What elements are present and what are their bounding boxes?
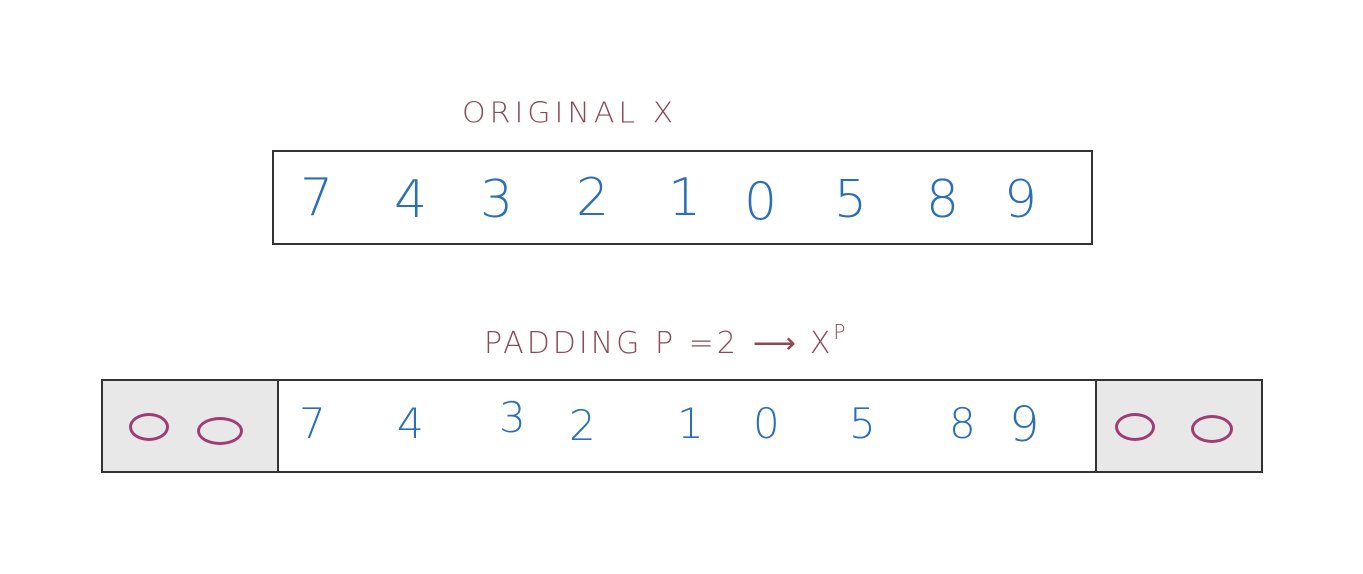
left-pad-value-0: 0 — [129, 413, 169, 441]
right-pad-value-0: 0 — [1115, 413, 1155, 441]
original-value-8: 9 — [1004, 170, 1038, 230]
padded-value-0: 7 — [299, 399, 326, 448]
padded-superscript: P — [833, 320, 846, 344]
padded-value-2: 3 — [499, 393, 526, 442]
original-array-box: 7 4 3 2 1 0 5 8 9 — [272, 150, 1093, 245]
arrow-icon: ⟶ — [752, 326, 796, 361]
left-pad-value-1-text: 0 — [200, 420, 201, 421]
right-pad-value-1: 0 — [1191, 415, 1233, 443]
padded-value-6: 5 — [849, 399, 876, 448]
right-pad-value-1-text: 0 — [1194, 418, 1195, 419]
padded-value-1: 4 — [397, 399, 424, 448]
original-value-4: 1 — [668, 168, 702, 228]
padded-value-7: 8 — [949, 399, 976, 448]
padded-value-3: 2 — [569, 401, 596, 450]
padded-result-label: X — [809, 326, 834, 361]
left-padding-zone: 0 0 — [103, 381, 279, 471]
original-value-1: 4 — [394, 170, 428, 230]
padding-label-main: PADDING P =2 — [484, 326, 739, 361]
padded-value-8: 9 — [1009, 397, 1040, 453]
padded-value-5: 0 — [753, 399, 780, 448]
original-value-5: 0 — [744, 172, 778, 232]
original-value-2: 3 — [480, 170, 514, 230]
original-value-7: 8 — [926, 170, 960, 230]
right-pad-value-0-text: 0 — [1118, 416, 1119, 417]
original-value-3: 2 — [576, 168, 610, 228]
padded-core-zone: 7 4 3 2 1 0 5 8 9 — [279, 381, 1095, 471]
padded-array-box: 0 0 7 4 3 2 1 0 5 8 9 0 0 — [101, 379, 1263, 473]
padded-value-4: 1 — [677, 399, 704, 448]
original-value-6: 5 — [834, 170, 868, 230]
original-label: ORIGINAL X — [462, 96, 678, 131]
right-padding-zone: 0 0 — [1095, 381, 1261, 471]
padding-label: PADDING P =2 ⟶ XP — [484, 320, 845, 361]
left-pad-value-0-text: 0 — [132, 416, 133, 417]
left-pad-value-1: 0 — [197, 417, 243, 445]
original-value-0: 7 — [300, 168, 334, 228]
